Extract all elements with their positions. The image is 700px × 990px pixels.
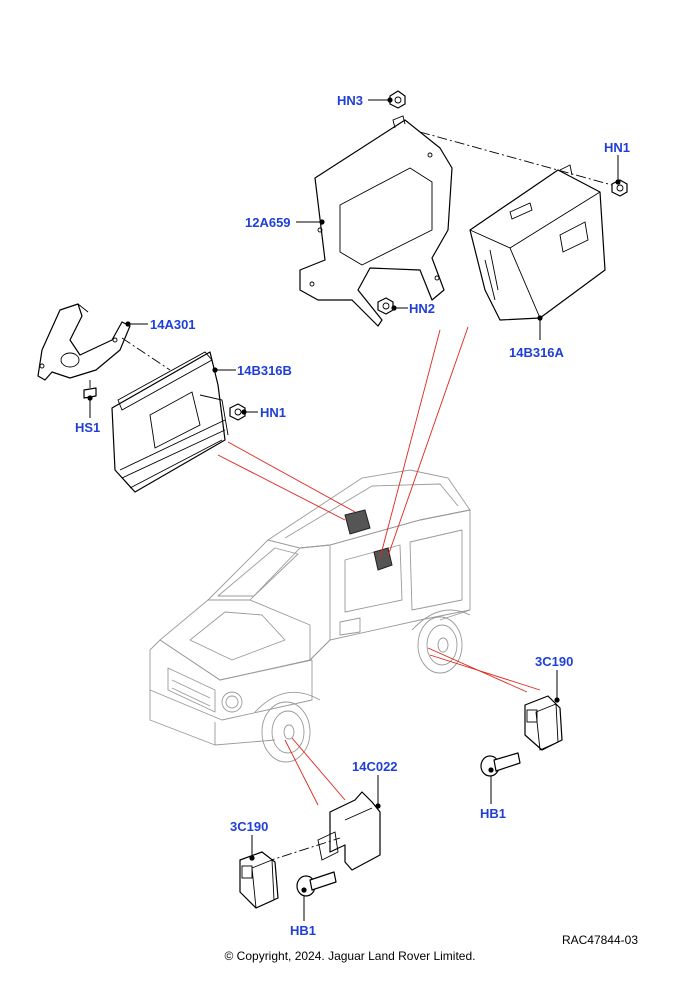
callout-hn1-top: HN1: [604, 140, 630, 155]
nut-hn1-top: [611, 179, 628, 197]
callout-3c190-right: 3C190: [535, 654, 573, 669]
callout-leaders: [87, 97, 621, 921]
bolt-hb1-left: [296, 871, 337, 897]
bracket-14a301: [37, 303, 131, 381]
module-14b316b: [111, 351, 229, 493]
callout-hs1: HS1: [75, 420, 100, 435]
alignment-line-mid: [121, 337, 171, 371]
callout-12a659: 12A659: [245, 215, 291, 230]
bolt-hb1-right: [480, 752, 521, 777]
copyright-notice: © Copyright, 2024. Jaguar Land Rover Lim…: [224, 949, 476, 963]
callout-hn1-mid: HN1: [260, 405, 286, 420]
callout-3c190-left: 3C190: [230, 819, 268, 834]
camera-3c190-left: [239, 851, 279, 909]
diagram-reference: RAC47844-03: [561, 933, 638, 947]
vehicle-outline: [149, 469, 471, 763]
callout-hb1-left: HB1: [290, 923, 316, 938]
callout-hb1-right: HB1: [480, 806, 506, 821]
bracket-12a659: [299, 115, 453, 327]
callout-14a301: 14A301: [150, 317, 196, 332]
callout-14c022: 14C022: [352, 759, 398, 774]
nut-hn1-mid: [229, 403, 246, 421]
callout-14b316b: 14B316B: [237, 363, 292, 378]
alignment-line-low: [264, 837, 341, 863]
callout-hn2: HN2: [409, 301, 435, 316]
module-14b316a: [469, 164, 606, 321]
screw-hs1: [83, 380, 97, 399]
vehicle-location-lines: [217, 326, 541, 806]
bracket-14c022: [317, 791, 381, 871]
nut-hn2: [377, 297, 394, 315]
alignment-line-top: [419, 131, 613, 186]
nut-hn3: [389, 90, 406, 109]
callout-14b316a: 14B316A: [509, 345, 565, 360]
camera-3c190-right: [524, 695, 563, 751]
callout-hn3: HN3: [337, 93, 363, 108]
callout-labels: HN3 HN1 12A659 HN2 14B316A 14A301 14B316…: [75, 93, 630, 938]
